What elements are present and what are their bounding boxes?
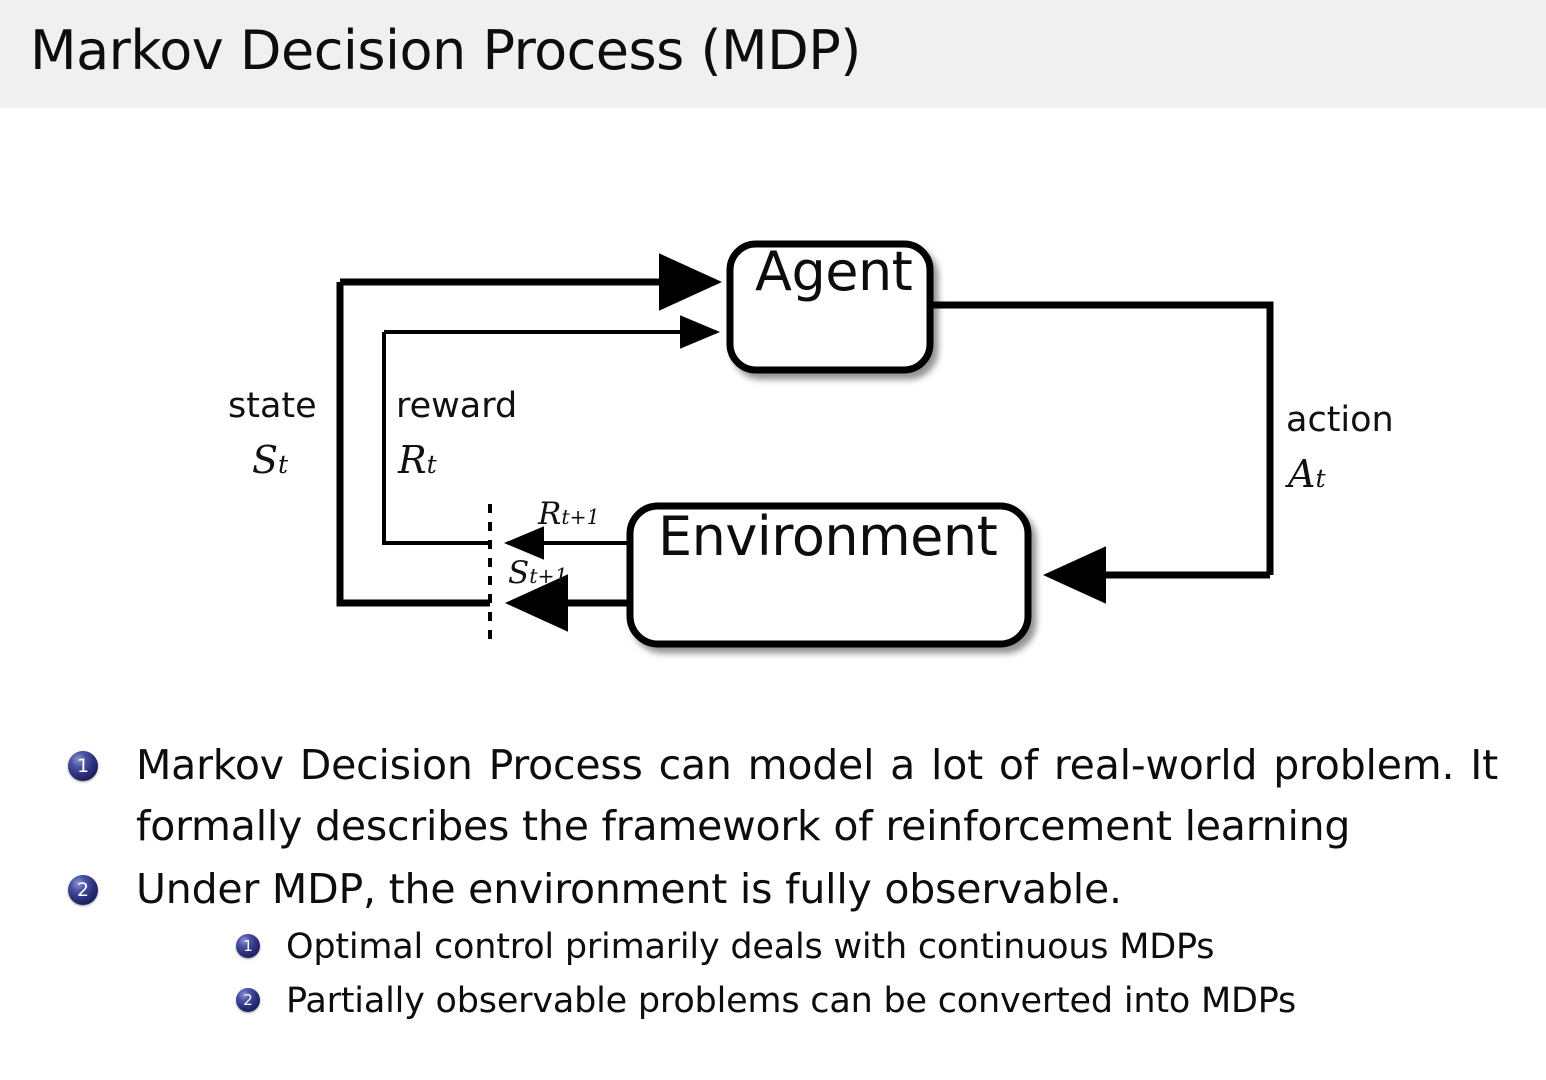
state-feedback-path [336,282,490,607]
reward-label-word: reward [396,386,518,426]
bullet-list-level-2: 1 Optimal control primarily deals with c… [236,920,1516,1028]
bullet-list-level-1: 1 Markov Decision Process can model a lo… [68,735,1498,1028]
sub-list-item-text: Partially observable problems can be con… [286,981,1297,1021]
page-title: Markov Decision Process (MDP) [30,19,861,82]
state-next-label: St+1 [508,555,568,591]
diagram-canvas [336,240,1274,648]
sub-list-item: 1 Optimal control primarily deals with c… [236,920,1516,974]
environment-node-label: Environment [658,505,998,568]
action-subscript: t [1315,464,1326,493]
bullet-marker-2: 2 [68,875,98,905]
agent-node-label: Agent [755,240,913,303]
slide-body: 1 Markov Decision Process can model a lo… [0,735,1546,1030]
agent-node-shape [726,240,934,374]
sub-list-item: 2 Partially observable problems can be c… [236,974,1516,1028]
list-item: 1 Markov Decision Process can model a lo… [68,735,1498,857]
state-next-symbol: S [508,555,530,591]
sub-list-item-text: Optimal control primarily deals with con… [286,927,1215,967]
state-next-subscript: t+1 [529,564,568,588]
reward-next-label: Rt+1 [538,496,600,532]
action-label-word: action [1286,400,1394,440]
action-path-vertical [930,301,1274,575]
state-label-word: state [228,386,317,426]
bullet-marker-1: 1 [68,751,98,781]
sub-bullet-marker-1: 1 [236,934,260,958]
action-symbol: A [1288,452,1316,496]
list-item-text: Markov Decision Process can model a lot … [136,741,1498,850]
reward-symbol: R [398,438,427,482]
state-label-symbol: St [252,438,288,482]
reward-feedback-path [382,332,490,545]
environment-node-shape [626,502,1032,648]
reward-next-subscript: t+1 [561,505,600,529]
reward-subscript: t [426,450,437,479]
action-label-symbol: At [1288,452,1326,496]
mdp-agent-environment-diagram: Agent Environment state St reward Rt act… [0,108,1546,718]
list-item: 2 Under MDP, the environment is fully ob… [68,859,1498,1028]
sub-bullet-marker-2: 2 [236,988,260,1012]
list-item-text: Under MDP, the environment is fully obse… [136,865,1122,913]
reward-label-symbol: Rt [398,438,437,482]
state-subscript: t [278,450,289,479]
reward-next-symbol: R [538,496,562,532]
slide-header-band [0,0,1546,108]
state-symbol: S [252,438,279,482]
